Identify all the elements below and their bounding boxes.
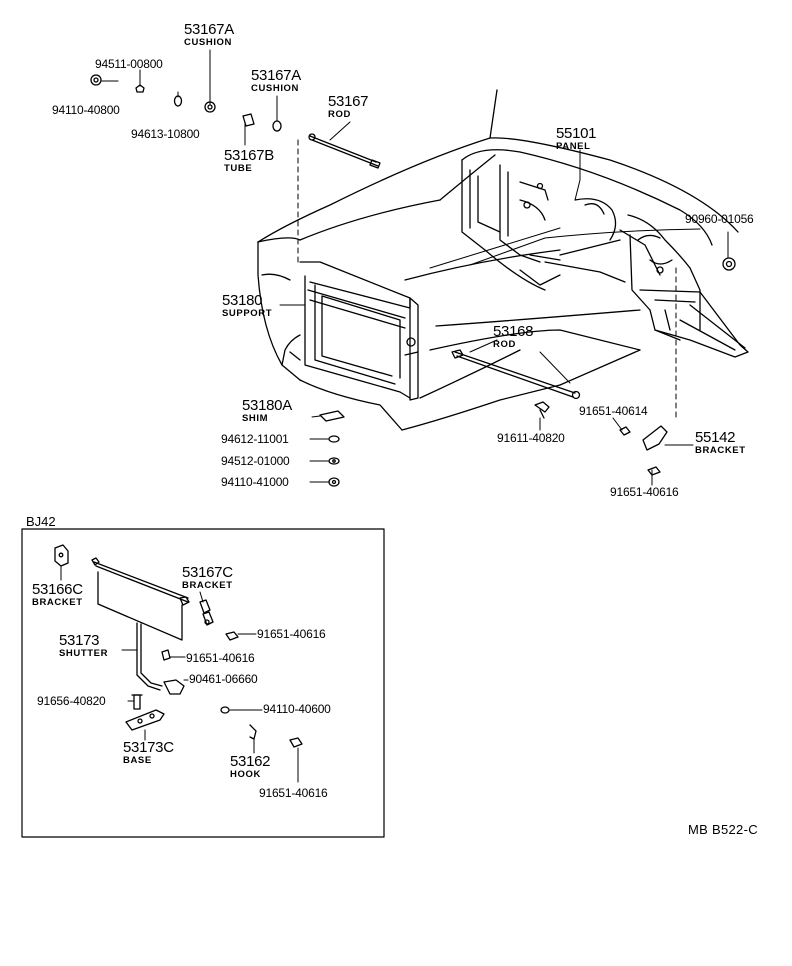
inset-shutter-drawing — [54, 544, 303, 748]
label-94110-41000: 94110-41000 — [221, 475, 289, 489]
label-53167B: 53167B — [224, 147, 274, 164]
inset-title: BJ42 — [26, 514, 56, 529]
label-94613-10800: 94613-10800 — [131, 127, 200, 141]
label-53166C: 53166C — [32, 581, 83, 598]
diagram-code: MB B522-C — [688, 822, 758, 837]
label-53180-name: SUPPORT — [222, 308, 273, 319]
label-53167A-top-name: CUSHION — [184, 37, 233, 48]
label-94612-11001: 94612-11001 — [221, 432, 289, 446]
label-53173C: 53173C — [123, 739, 174, 756]
label-53162-name: HOOK — [230, 769, 261, 780]
fasteners-right-drawing — [534, 401, 668, 476]
label-94512-01000: 94512-01000 — [221, 454, 290, 468]
support-53180-drawing — [299, 261, 419, 401]
dashed-alignment-lines — [297, 139, 677, 421]
rod-53167-drawing — [308, 133, 381, 169]
label-94511-00800: 94511-00800 — [95, 57, 163, 71]
label-91651-40616-inset-c: 91651-40616 — [259, 786, 328, 800]
label-91651-40614: 91651-40614 — [579, 404, 648, 418]
label-53173C-name: BASE — [123, 755, 152, 766]
label-94110-40800: 94110-40800 — [52, 103, 120, 117]
label-53167A-second-name: CUSHION — [251, 83, 300, 94]
label-53168: 53168 — [493, 323, 534, 340]
label-53167C-name: BRACKET — [182, 580, 233, 591]
label-53166C-name: BRACKET — [32, 597, 83, 608]
label-55142: 55142 — [695, 429, 736, 446]
label-90461-06660: 90461-06660 — [189, 672, 258, 686]
label-53173-name: SHUTTER — [59, 648, 109, 659]
label-55142-name: BRACKET — [695, 445, 746, 456]
label-53167B-name: TUBE — [224, 163, 253, 174]
label-53180A-name: SHIM — [242, 413, 269, 424]
label-53162: 53162 — [230, 753, 271, 770]
label-53168-name: ROD — [493, 339, 516, 350]
rod-53168-drawing — [451, 349, 581, 400]
label-91656-40820: 91656-40820 — [37, 694, 106, 708]
label-53167A-top: 53167A — [184, 21, 234, 38]
label-91651-40616-inset-a: 91651-40616 — [257, 627, 326, 641]
hood-outline — [257, 89, 739, 431]
panel-55101-drawing — [461, 149, 713, 341]
label-53167: 53167 — [328, 93, 369, 110]
bracket-55142-assembly-drawing — [639, 289, 749, 358]
label-90960-01056: 90960-01056 — [685, 212, 754, 226]
leader-lines — [101, 49, 729, 486]
inset-leader-lines — [60, 565, 299, 783]
label-53167-name: ROD — [328, 109, 351, 120]
grommet-90960-drawing — [722, 257, 736, 271]
shim-washers-drawing — [319, 410, 345, 487]
label-53180A: 53180A — [242, 397, 292, 414]
inset-frame — [21, 528, 385, 838]
label-53180: 53180 — [222, 292, 263, 309]
label-91651-40616-main: 91651-40616 — [610, 485, 679, 499]
label-53167A-second: 53167A — [251, 67, 301, 84]
label-53167C: 53167C — [182, 564, 233, 581]
label-55101-name: PANEL — [556, 141, 591, 152]
label-94110-40600: 94110-40600 — [263, 702, 331, 716]
label-91611-40820: 91611-40820 — [497, 431, 565, 445]
label-53173: 53173 — [59, 632, 100, 649]
label-55101: 55101 — [556, 125, 597, 142]
label-91651-40616-inset-b: 91651-40616 — [186, 651, 255, 665]
